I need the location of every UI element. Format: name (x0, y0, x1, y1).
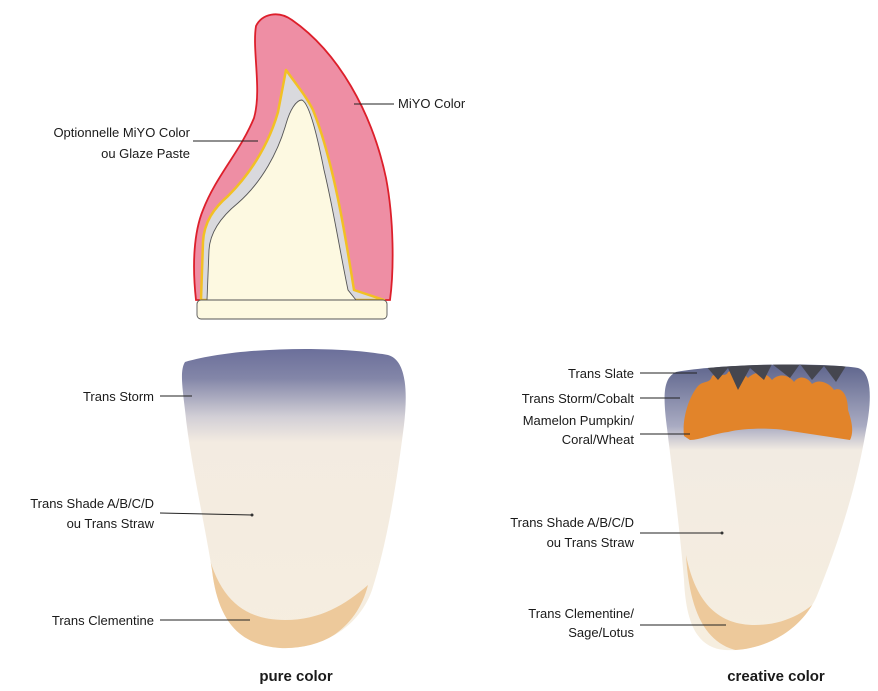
label-pure-clementine: Trans Clementine (52, 613, 250, 628)
pure-color-caption: pure color (259, 668, 333, 685)
crown-base (197, 300, 387, 319)
label-mamelon-line1: Mamelon Pumpkin/ (523, 413, 635, 428)
label-trans-storm-text: Trans Storm (83, 389, 154, 404)
label-creative-clementine-line2: Sage/Lotus (568, 625, 634, 640)
label-creative-clementine-line1: Trans Clementine/ (528, 606, 634, 621)
label-optional-miyo: Optionnelle MiYO Color ou Glaze Paste (53, 125, 258, 161)
label-trans-storm: Trans Storm (83, 389, 192, 404)
label-pure-shade-line1: Trans Shade A/B/C/D (30, 496, 154, 511)
label-creative-shade-line1: Trans Shade A/B/C/D (510, 515, 634, 530)
label-creative-shade-line2: ou Trans Straw (547, 535, 635, 550)
label-optional-line2: ou Glaze Paste (101, 146, 190, 161)
creative-color-caption: creative color (727, 668, 825, 685)
creative-color-tooth (660, 360, 878, 660)
label-pure-shade-line2: ou Trans Straw (67, 516, 155, 531)
label-optional-line1: Optionnelle MiYO Color (53, 125, 190, 140)
label-trans-slate-text: Trans Slate (568, 366, 634, 381)
label-mamelon-line2: Coral/Wheat (562, 432, 635, 447)
label-storm-cobalt-text: Trans Storm/Cobalt (522, 391, 635, 406)
incisor-cross-section (194, 14, 393, 319)
label-storm-cobalt: Trans Storm/Cobalt (522, 391, 680, 406)
label-pure-clementine-text: Trans Clementine (52, 613, 154, 628)
label-miyo-color-text: MiYO Color (398, 96, 466, 111)
label-miyo-color: MiYO Color (354, 96, 466, 111)
label-mamelon: Mamelon Pumpkin/ Coral/Wheat (523, 413, 690, 447)
pure-color-tooth (170, 340, 420, 660)
